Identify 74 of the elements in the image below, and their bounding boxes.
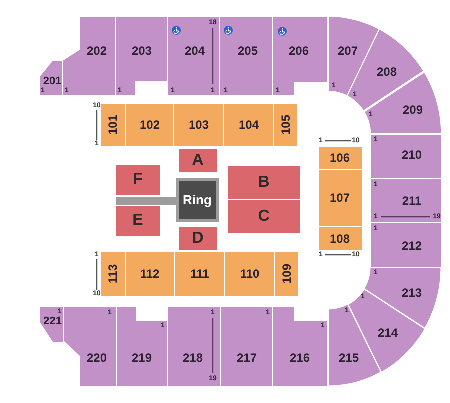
section-number: 206 xyxy=(288,45,310,57)
section-number: 215 xyxy=(338,352,359,364)
section-number: 210 xyxy=(402,149,422,161)
seating-section xyxy=(371,135,441,178)
section-number: 113 xyxy=(107,264,119,284)
section-number: 216 xyxy=(290,352,310,364)
section-number: 110 xyxy=(240,268,260,280)
seating-section xyxy=(273,307,327,386)
section-number: 214 xyxy=(378,326,398,339)
seating-section xyxy=(319,227,362,250)
seating-section xyxy=(273,17,327,95)
seating-section xyxy=(319,147,362,169)
section-number: 221 xyxy=(44,316,62,327)
section-letter: E xyxy=(132,213,144,229)
section-number: 112 xyxy=(140,268,160,280)
section-number: 202 xyxy=(86,45,108,57)
section-number: 213 xyxy=(402,286,422,299)
section-number: 105 xyxy=(280,114,292,136)
section-number: 101 xyxy=(107,114,119,136)
section-number: 205 xyxy=(238,45,258,57)
seating-section xyxy=(371,179,441,222)
section-number: 209 xyxy=(402,104,423,116)
section-letter: F xyxy=(133,172,143,188)
floor-section xyxy=(179,227,217,250)
section-number: 211 xyxy=(402,195,422,207)
seating-section xyxy=(101,252,125,296)
section-number: 107 xyxy=(330,192,350,204)
seating-section xyxy=(126,104,173,146)
section-number: 219 xyxy=(132,352,152,364)
boxing-ring xyxy=(176,178,219,222)
seating-section xyxy=(174,104,223,146)
section-number: 207 xyxy=(338,44,358,57)
seating-section xyxy=(365,268,441,328)
seating-section xyxy=(319,170,362,226)
section-number: 111 xyxy=(190,268,210,280)
section-number: 212 xyxy=(402,240,422,252)
section-number: 104 xyxy=(238,119,260,131)
seating-section xyxy=(117,307,167,386)
section-letter: B xyxy=(258,174,270,190)
seating-section xyxy=(224,104,273,146)
section-letter: A xyxy=(192,153,204,169)
seating-section xyxy=(274,104,297,146)
seating-section xyxy=(371,223,441,267)
section-number: 201 xyxy=(43,76,62,88)
section-letter: D xyxy=(192,231,204,247)
section-number: 220 xyxy=(86,352,108,364)
seating-section xyxy=(126,252,174,296)
section-number: 106 xyxy=(330,152,350,164)
seating-section xyxy=(101,104,125,146)
section-number: 102 xyxy=(140,119,160,131)
floor-section xyxy=(228,166,300,199)
ring-label: Ring xyxy=(183,194,212,206)
seating-section xyxy=(328,17,379,96)
seating-section xyxy=(275,252,298,296)
section-number: 208 xyxy=(376,66,397,78)
seating-section xyxy=(221,307,272,386)
seating-section xyxy=(168,307,220,386)
section-letter: C xyxy=(258,209,270,225)
seating-section xyxy=(175,252,224,296)
section-number: 217 xyxy=(236,352,258,364)
section-number: 218 xyxy=(182,352,204,364)
section-number: 103 xyxy=(188,119,210,131)
seating-section xyxy=(220,17,272,95)
section-number: 109 xyxy=(281,264,293,284)
floor-section xyxy=(116,206,160,236)
floor-section xyxy=(116,165,160,195)
section-number: 108 xyxy=(330,232,350,244)
floor-section xyxy=(228,200,300,233)
section-number: 204 xyxy=(184,45,206,57)
seating-section xyxy=(168,17,219,95)
seating-section xyxy=(225,252,274,296)
section-number: 203 xyxy=(132,45,152,57)
seating-section xyxy=(116,17,167,95)
floor-section xyxy=(179,149,217,172)
